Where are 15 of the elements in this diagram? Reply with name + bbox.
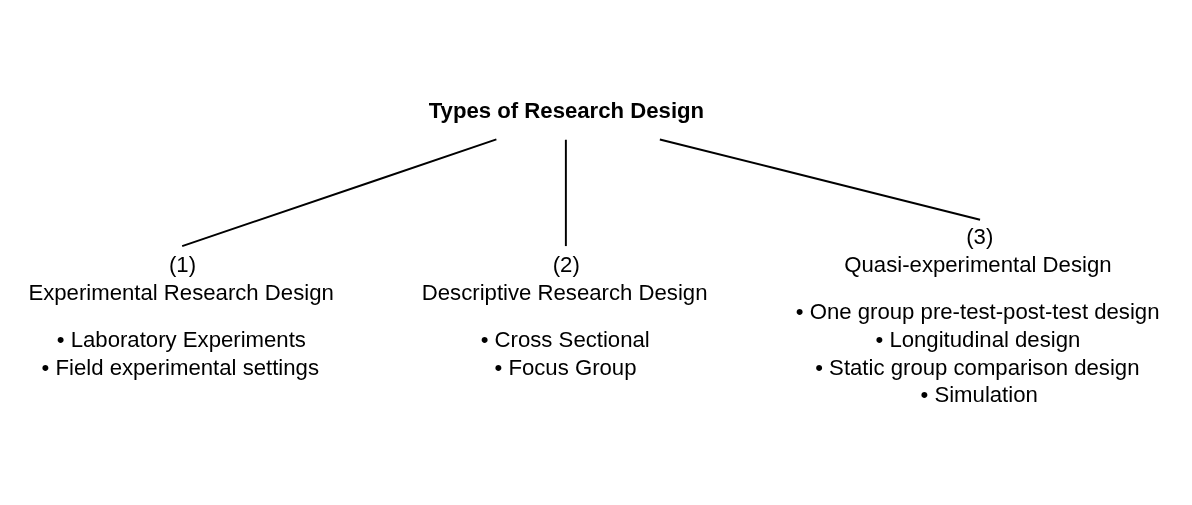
- node-label: • Field experimental settings: [41, 354, 320, 380]
- node-label: • Laboratory Experiments: [56, 326, 306, 352]
- connector: [658, 137, 982, 221]
- node-label: • One group pre-test-post-test design: [795, 298, 1160, 324]
- connector: [181, 137, 498, 247]
- node-label: • Cross Sectional: [480, 326, 650, 352]
- node-text: (3) Quasi-experimental Design: [844, 223, 1112, 277]
- node-label: • Simulation: [920, 381, 1038, 407]
- node-label: • Focus Group: [494, 354, 637, 380]
- node-text: (1) Experimental Research Design: [28, 251, 334, 305]
- node-label: • Longitudinal design: [875, 326, 1081, 352]
- connector: [564, 138, 567, 247]
- node-text: (2) Descriptive Research Design: [421, 251, 708, 305]
- node-text: Types of Research Design: [428, 97, 705, 123]
- node-label: • Static group comparison design: [815, 354, 1140, 380]
